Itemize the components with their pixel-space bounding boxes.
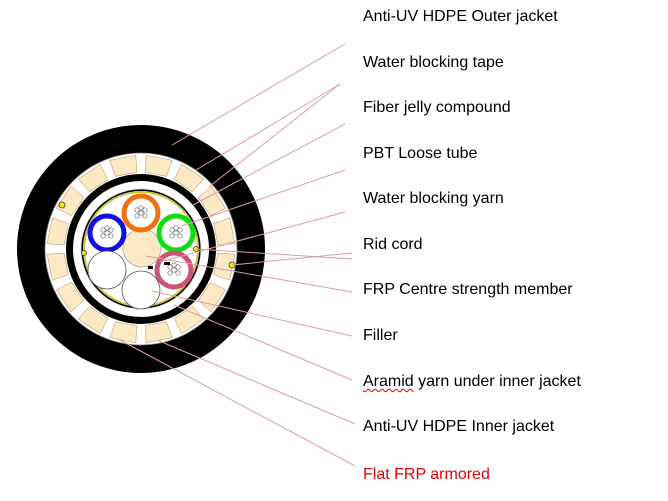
label-fiber-jelly: Fiber jelly compound bbox=[363, 99, 511, 116]
label-water-blocking-yarn: Water blocking yarn bbox=[363, 190, 504, 207]
fibers-pink bbox=[167, 262, 181, 276]
armor-segment bbox=[197, 185, 227, 217]
leader-line bbox=[195, 248, 353, 260]
label-filler: Filler bbox=[363, 327, 398, 344]
loose-tube-green bbox=[156, 213, 196, 253]
rip-cord-outer-left bbox=[58, 201, 66, 209]
armor-segment bbox=[197, 281, 227, 313]
leader-line bbox=[151, 290, 353, 337]
armor-segment bbox=[173, 305, 205, 335]
armor-segment bbox=[213, 217, 236, 246]
label-inner-jacket: Anti-UV HDPE Inner jacket bbox=[363, 418, 555, 435]
leader-line bbox=[145, 255, 353, 293]
frp-centre-strength-member bbox=[122, 228, 162, 268]
aramid-yarn-ring bbox=[73, 181, 209, 317]
label-flat-frp-armored: Flat FRP armored bbox=[363, 466, 490, 483]
leader-line bbox=[192, 123, 346, 206]
label-aramid-word: Aramid bbox=[363, 373, 414, 390]
armor-segment bbox=[144, 321, 173, 344]
label-pbt-loose-tube: PBT Loose tube bbox=[363, 145, 478, 162]
loose-tube-pink bbox=[154, 250, 194, 290]
armor-segment bbox=[213, 252, 236, 281]
armor-segment bbox=[77, 163, 109, 193]
armor-segment bbox=[109, 154, 138, 177]
armor-segment bbox=[55, 185, 85, 217]
armor-segment bbox=[46, 217, 69, 246]
label-water-blocking-tape: Water blocking tape bbox=[363, 54, 504, 71]
water-blocking-yarn-1 bbox=[164, 262, 170, 265]
water-blocking-yarn-2 bbox=[148, 266, 153, 269]
leader-line bbox=[156, 339, 356, 425]
loose-tube-blue bbox=[87, 213, 127, 253]
leader-line bbox=[159, 211, 346, 263]
filler-left bbox=[87, 250, 127, 290]
fibers-green bbox=[169, 225, 183, 239]
leader-line bbox=[195, 83, 341, 171]
leader-line bbox=[209, 83, 341, 187]
label-outer-jacket: Anti-UV HDPE Outer jacket bbox=[363, 8, 558, 25]
fibers-orange bbox=[134, 205, 148, 219]
leader-lines bbox=[119, 43, 356, 467]
leader-line bbox=[173, 304, 353, 381]
flat-frp-armor-segments bbox=[46, 154, 236, 344]
rip-cord-inner-left bbox=[81, 250, 87, 256]
armor-segment bbox=[109, 321, 138, 344]
armor-segment bbox=[144, 154, 173, 177]
label-aramid-yarn: Aramid yarn under inner jacket bbox=[363, 373, 581, 391]
armor-segment bbox=[46, 252, 69, 281]
armor-segment bbox=[77, 305, 109, 335]
label-frp-centre: FRP Centre strength member bbox=[363, 281, 573, 298]
leader-line bbox=[181, 169, 346, 227]
armor-segment bbox=[173, 163, 205, 193]
fibers-blue bbox=[100, 225, 114, 239]
armor-segment bbox=[55, 281, 85, 313]
leader-line bbox=[119, 339, 356, 467]
label-aramid-rest: yarn under inner jacket bbox=[413, 373, 581, 390]
loose-tube-orange bbox=[121, 193, 161, 233]
leader-line bbox=[231, 252, 353, 266]
filler-bottom bbox=[121, 270, 161, 310]
leader-line bbox=[171, 43, 346, 146]
label-rid-cord: Rid cord bbox=[363, 236, 423, 253]
